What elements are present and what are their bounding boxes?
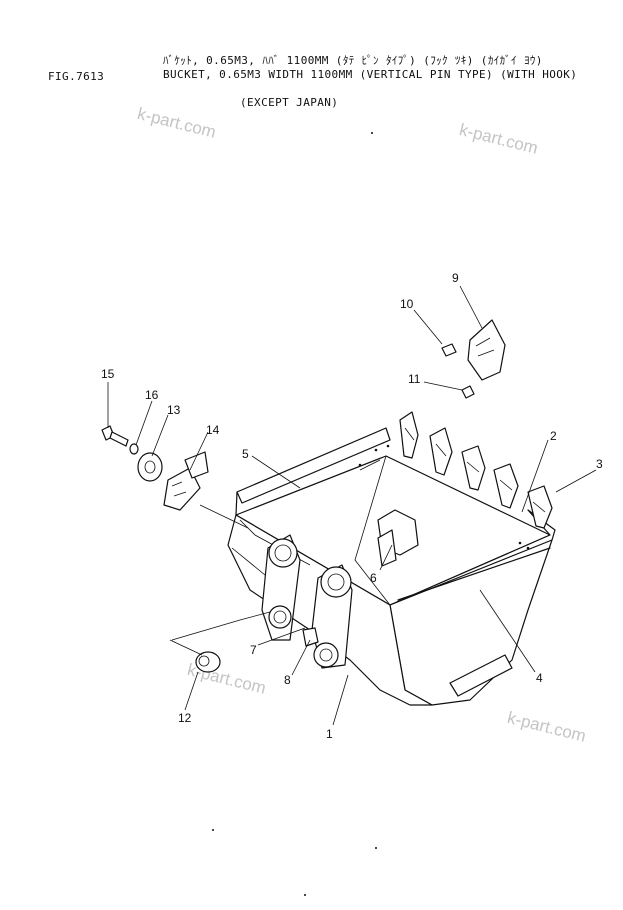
callout-3: 3: [596, 457, 603, 471]
part-11-lock: [461, 385, 475, 399]
callout-8: 8: [284, 673, 291, 687]
callout-10: 10: [400, 297, 414, 311]
part-10-pin: [441, 343, 457, 357]
part-14-shim-plate: [163, 451, 209, 511]
callout-4: 4: [536, 671, 543, 685]
callout-labels: 1 2 3 4 5 6 7 8 9 10 11 12 13 14 15 16: [101, 271, 603, 741]
bucket-teeth: [399, 411, 553, 529]
leader-lines: [107, 285, 597, 726]
callout-11: 11: [408, 372, 421, 386]
callout-9: 9: [452, 271, 459, 285]
callout-1: 1: [326, 727, 333, 741]
part-12-plug: [195, 651, 221, 673]
callout-15: 15: [101, 367, 115, 381]
region-note: (EXCEPT JAPAN): [240, 96, 339, 109]
part-15-bolt: [101, 425, 129, 447]
part-9-tooth-point: [467, 319, 506, 381]
callout-16: 16: [145, 388, 159, 402]
callout-12: 12: [178, 711, 192, 725]
english-title: BUCKET, 0.65M3 WIDTH 1100MM (VERTICAL PI…: [163, 68, 578, 81]
japanese-title: ﾊﾞｹｯﾄ, 0.65M3, ﾊﾊﾞ 1100MM (ﾀﾃ ﾋﾟﾝ ﾀｲﾌﾟ) …: [163, 54, 543, 67]
callout-2: 2: [550, 429, 557, 443]
callout-14: 14: [206, 423, 220, 437]
callout-13: 13: [167, 403, 181, 417]
callout-5: 5: [242, 447, 249, 461]
part-6-side-piece: [377, 509, 419, 567]
callout-7: 7: [250, 643, 257, 657]
figure-number: FIG.7613: [48, 70, 105, 83]
callout-6: 6: [370, 571, 377, 585]
part-16-washer: [129, 443, 139, 455]
pin-bosses: [261, 534, 353, 669]
part-13-bushing: [137, 452, 163, 482]
